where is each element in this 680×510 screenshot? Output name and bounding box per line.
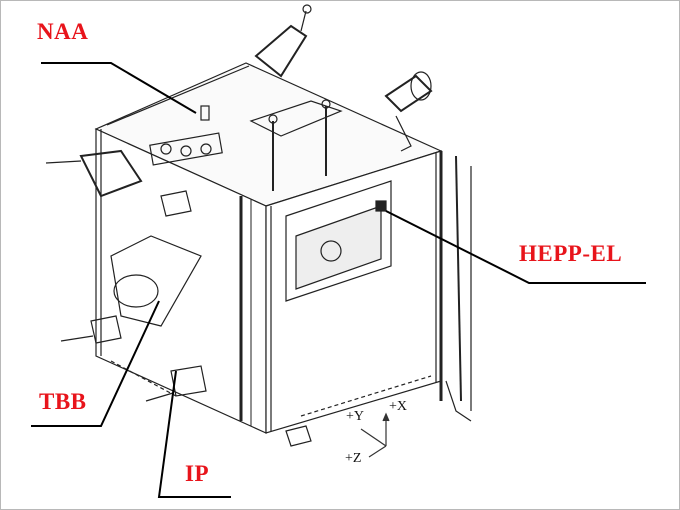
top-instruments xyxy=(149,4,433,191)
label-hepp-el: HEPP-EL xyxy=(519,241,623,266)
satellite-body xyxy=(94,62,472,434)
label-naa: NAA xyxy=(37,19,89,44)
axis-label-z: +Z xyxy=(345,451,362,466)
label-ip: IP xyxy=(185,461,209,486)
leader-lines xyxy=(31,62,646,498)
axis-label-x: +X xyxy=(389,399,408,414)
axis-label-y: +Y xyxy=(346,409,365,424)
label-tbb: TBB xyxy=(39,389,87,414)
axes-indicator xyxy=(360,412,390,458)
